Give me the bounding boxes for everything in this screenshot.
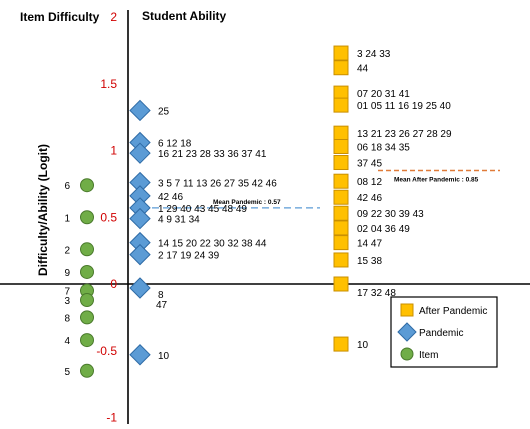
- pandemic-label: 14 15 20 22 30 32 38 44: [158, 239, 267, 250]
- pandemic-label: 47: [156, 300, 168, 311]
- item-label: 5: [64, 367, 70, 378]
- after-pandemic-label: 10: [357, 340, 369, 351]
- after-pandemic-label: 08 12: [357, 177, 382, 188]
- pandemic-label: 4 9 31 34: [158, 215, 200, 226]
- pandemic-label: 16 21 23 28 33 36 37 41: [158, 149, 267, 160]
- after-pandemic-label: 02 04 36 49: [357, 224, 410, 235]
- y-tick-label: 0.5: [100, 210, 117, 224]
- y-tick-label: -0.5: [96, 344, 117, 358]
- after-pandemic-marker: [333, 235, 349, 251]
- item-marker: [80, 363, 94, 378]
- item-marker: [80, 178, 94, 193]
- chart-title-left: Item Difficulty: [20, 10, 100, 24]
- pandemic-label: 8: [158, 290, 164, 301]
- pandemic-marker: [129, 243, 151, 266]
- after-pandemic-marker: [333, 189, 349, 205]
- after-pandemic-marker: [333, 173, 349, 189]
- after-pandemic-label: 06 18 34 35: [357, 142, 410, 153]
- after-pandemic-marker: [333, 155, 349, 171]
- after-pandemic-label: 07 20 31 41: [357, 89, 410, 100]
- pandemic-marker: [129, 277, 151, 299]
- after-pandemic-label: 15 38: [357, 256, 382, 267]
- after-pandemic-marker: [333, 45, 349, 61]
- pandemic-label: 6 12 18: [158, 138, 192, 149]
- item-marker: [80, 210, 94, 225]
- after-pandemic-marker: [333, 336, 349, 352]
- item-label: 7: [64, 287, 70, 298]
- item-label: 8: [64, 313, 70, 324]
- pandemic-label: 3 5 7 11 13 26 27 35 42 46: [158, 179, 277, 190]
- legend-circle-icon: [400, 347, 414, 361]
- item-label: 4: [64, 336, 70, 347]
- y-tick-label: 2: [110, 10, 117, 24]
- legend-label: Item: [419, 350, 438, 361]
- after-pandemic-marker: [333, 138, 349, 154]
- item-marker: [80, 333, 94, 348]
- pandemic-marker: [129, 344, 151, 366]
- after-pandemic-label: 3 24 33: [357, 49, 391, 60]
- y-tick-label: 1: [110, 144, 117, 158]
- y-tick-label: 0: [110, 277, 117, 291]
- item-marker: [80, 242, 94, 257]
- item-label: 2: [64, 245, 70, 256]
- after-pandemic-label: 13 21 23 26 27 28 29: [357, 129, 452, 140]
- pandemic-label: 10: [158, 351, 170, 362]
- y-ticks: 2 1.5 1 0.5 0 -0.5 -1: [96, 10, 117, 425]
- item-label: 9: [64, 268, 70, 279]
- legend-square-icon: [400, 303, 414, 317]
- legend-label: Pandemic: [419, 328, 463, 339]
- after-pandemic-marker: [333, 252, 349, 268]
- mean-after-label: Mean After Pandemic : 0.85: [394, 177, 479, 184]
- after-pandemic-marker: [333, 60, 349, 76]
- after-pandemic-label: 42 46: [357, 193, 382, 204]
- y-tick-label: -1: [106, 411, 117, 425]
- item-marker: [80, 293, 94, 308]
- pandemic-label: 25: [158, 106, 170, 117]
- after-pandemic-label: 09 22 30 39 43: [357, 209, 424, 220]
- item-marker: [80, 310, 94, 325]
- pandemic-marker: [129, 142, 151, 164]
- item-label: 3: [64, 296, 70, 307]
- after-pandemic-marker: [333, 205, 349, 221]
- y-axis-label: Difficulty/Ability (Logit): [36, 144, 50, 276]
- pandemic-label: 1 29 40 43 45 48 49: [158, 204, 247, 215]
- after-pandemic-label: 14 47: [357, 239, 382, 250]
- after-pandemic-marker: [333, 220, 349, 236]
- chart-title-right: Student Ability: [142, 9, 227, 23]
- legend-diamond-icon: [397, 322, 417, 342]
- pandemic-label: 2 17 19 24 39: [158, 251, 220, 262]
- mean-pandemic-label: Mean Pandemic : 0.57: [213, 199, 281, 206]
- series-item: 6 1 2 9 73 8 4 5: [64, 178, 94, 378]
- y-tick-label: 1.5: [100, 77, 117, 91]
- pandemic-label: 42 46: [158, 192, 183, 203]
- item-marker: [80, 264, 94, 279]
- after-pandemic-label: 17 32 48: [357, 288, 396, 299]
- after-pandemic-marker: [333, 125, 349, 141]
- pandemic-marker: [129, 207, 151, 230]
- after-pandemic-marker: [333, 97, 349, 113]
- after-pandemic-marker: [333, 276, 349, 292]
- after-pandemic-label: 44: [357, 64, 369, 75]
- after-pandemic-label: 01 05 11 16 19 25 40: [357, 101, 451, 112]
- legend-label: After Pandemic: [419, 306, 487, 317]
- after-pandemic-label: 37 45: [357, 159, 382, 170]
- pandemic-marker: [129, 99, 151, 122]
- item-label: 6: [64, 181, 70, 192]
- item-label: 1: [64, 213, 70, 224]
